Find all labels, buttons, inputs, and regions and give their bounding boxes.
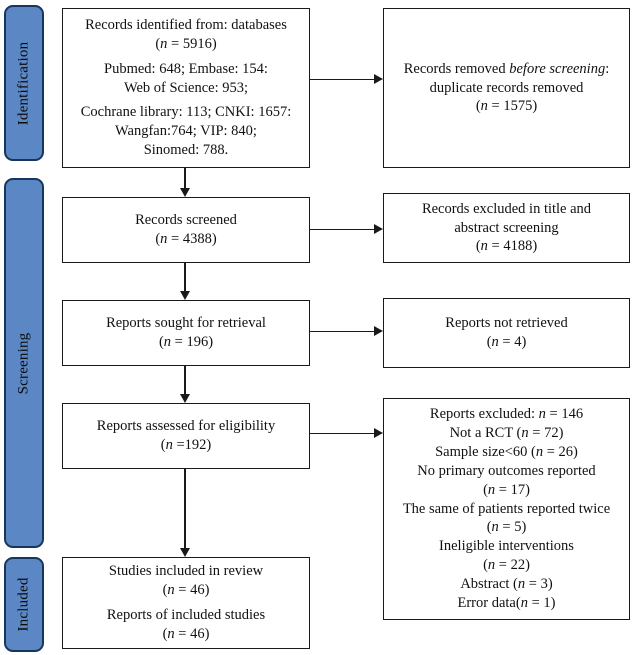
box-text-line: (n = 46) xyxy=(162,625,210,642)
box-text-line: duplicate records removed xyxy=(429,79,584,96)
box-text-line: (n = 5) xyxy=(486,519,527,536)
box-studies-included: Studies included in review (n = 46) Report… xyxy=(62,557,310,649)
box-text-line: (n = 4388) xyxy=(155,231,217,247)
box-records-screened: Records screened (n = 4388) xyxy=(62,197,310,263)
box-text-line: Records removed before screening: xyxy=(403,60,610,77)
box-text-line: Reports excluded: n = 146 xyxy=(429,405,584,422)
box-records-identified: Records identified from: databases (n = 5… xyxy=(62,8,310,168)
stage-label-screening: Screening xyxy=(15,332,32,394)
box-text-line: Records excluded in title and xyxy=(421,200,592,217)
box-text-line: (n = 5916) xyxy=(155,35,217,52)
stage-included: Included xyxy=(4,557,44,652)
box-text-line: Error data(n = 1) xyxy=(457,595,556,612)
box-text-line: (n = 17) xyxy=(483,481,530,498)
box-text-line: Web of Science: 953; xyxy=(123,79,249,96)
box-text-line: The same of patients reported twice xyxy=(402,500,611,517)
box-text-line: Studies included in review xyxy=(108,563,264,580)
box-text-line: Records identified from: databases xyxy=(85,16,287,33)
box-text-line: Reports of included studies xyxy=(106,607,266,623)
box-excluded-title-abstract: Records excluded in title and abstract sc… xyxy=(383,193,630,263)
box-text-line: Reports assessed for eligibility xyxy=(96,418,276,435)
box-text-line: Wangfan:764; VIP: 840; xyxy=(115,123,257,140)
box-text-line: Reports sought for retrieval xyxy=(106,315,266,332)
box-text-line: abstract screening xyxy=(454,219,559,236)
box-text-line: Cochrane library: 113; CNKI: 1657: xyxy=(80,104,292,121)
box-reports-assessed: Reports assessed for eligibility (n =192) xyxy=(62,403,310,469)
stage-screening: Screening xyxy=(4,178,44,548)
box-text-line: Abstract (n = 3) xyxy=(460,576,553,593)
box-text-line: Sample size<60 (n = 26) xyxy=(435,443,578,460)
box-text-line: (n = 4188) xyxy=(475,238,538,255)
box-text-line: (n = 1575) xyxy=(475,98,538,115)
stage-identification: Identification xyxy=(4,5,44,161)
box-text-line: (n = 46) xyxy=(162,582,210,599)
box-text-line: No primary outcomes reported xyxy=(417,462,596,479)
box-text-line: Pubmed: 648; Embase: 154: xyxy=(104,60,268,77)
box-text-line: Not a RCT (n = 72) xyxy=(449,424,564,441)
box-text-line: Sinomed: 788. xyxy=(143,142,229,159)
box-text-line: Records screened xyxy=(135,212,237,229)
box-text-line: (n = 196) xyxy=(158,334,214,350)
box-not-retrieved: Reports not retrieved (n = 4) xyxy=(383,298,630,368)
box-text-line: (n = 22) xyxy=(483,557,530,574)
box-text-line: (n = 4) xyxy=(486,334,527,350)
box-records-removed: Records removed before screening: duplica… xyxy=(383,8,630,168)
box-text-line: (n =192) xyxy=(160,437,212,453)
box-text-line: Reports not retrieved xyxy=(445,315,568,332)
stage-label-included: Included xyxy=(15,577,32,632)
box-reports-sought: Reports sought for retrieval (n = 196) xyxy=(62,300,310,366)
box-text-line: Ineligible interventions xyxy=(439,538,574,555)
stage-label-identification: Identification xyxy=(15,41,32,125)
